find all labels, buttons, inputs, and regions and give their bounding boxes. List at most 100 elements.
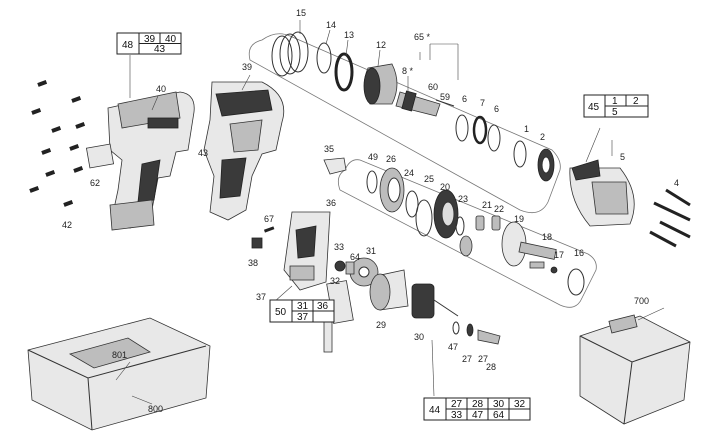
part-label: 29 [376, 320, 386, 330]
part-label: 5 [620, 152, 625, 162]
kit-box-44-cell: 33 [451, 410, 463, 421]
part-label: 59 [440, 92, 450, 102]
stator-29 [369, 269, 409, 311]
part-label: 67 [264, 214, 274, 224]
kit-box-44-cell: 64 [493, 410, 505, 421]
screw-67 [263, 226, 275, 233]
part-label: 27 [478, 354, 488, 364]
housing-left-half [85, 91, 195, 231]
rotor-30 [411, 283, 459, 319]
pinion-28 [477, 329, 501, 345]
carrying-case-800 [27, 317, 211, 431]
washer-14 [316, 42, 332, 74]
part-38 [251, 237, 263, 249]
part-label: 64 [350, 252, 360, 262]
part-label: 7 [480, 98, 485, 108]
part-label: 6 [494, 104, 499, 114]
kit-box-44-cell: 30 [493, 399, 505, 410]
pin-18 [529, 261, 545, 269]
part-label: 42 [62, 220, 72, 230]
kit-box-44-cell: 32 [514, 399, 526, 410]
part-label: 14 [326, 20, 336, 30]
kit-box-44: 44 27 28 30 32 33 47 64 [423, 397, 531, 421]
part-label: 700 [634, 296, 649, 306]
part-label: 32 [330, 276, 340, 286]
gear-housing-5 [569, 159, 635, 227]
shaft-19 [501, 221, 557, 267]
part-label: 30 [414, 332, 424, 342]
gear-ring-26 [379, 167, 405, 213]
part-label: 23 [458, 194, 468, 204]
part-label: 12 [376, 40, 386, 50]
washer-47 [452, 321, 460, 335]
washer-27 [466, 323, 474, 337]
kit-box-45-cell: 5 [612, 107, 618, 118]
screws-4 [649, 188, 691, 248]
springs-15 [271, 31, 309, 77]
part-label: 28 [486, 362, 496, 372]
part-label: 22 [494, 204, 504, 214]
ball-17 [550, 266, 558, 274]
part-label: 2 [540, 132, 545, 142]
ring-7 [472, 115, 488, 145]
kit-box-45-cell: 2 [633, 96, 639, 107]
planet-carrier-20 [433, 189, 459, 239]
part-label: 27 [462, 354, 472, 364]
part-label: 40 [156, 84, 166, 94]
part-33 [334, 260, 346, 272]
part-label: 20 [440, 182, 450, 192]
part-label: 4 [674, 178, 679, 188]
lower-assembly-outline [337, 159, 597, 308]
part-label: 38 [248, 258, 258, 268]
part-label: 26 [386, 154, 396, 164]
part-label: 47 [448, 342, 458, 352]
part-label: 19 [514, 214, 524, 224]
part-label: 37 [256, 292, 266, 302]
upper-assembly-outline [248, 33, 561, 214]
kit-box-48-id: 48 [122, 40, 134, 51]
kit-box-50-cell: 37 [297, 312, 309, 323]
part-label: 43 [198, 148, 208, 158]
part-label: 16 [574, 248, 584, 258]
kit-box-45: 45 1 2 5 [583, 94, 649, 118]
part-label: 33 [334, 242, 344, 252]
part-label: 1 [524, 124, 529, 134]
kit-box-48: 48 39 40 43 [116, 32, 182, 55]
washer-16 [567, 268, 585, 296]
part-label: 800 [148, 404, 163, 414]
kit-box-50-cell: 31 [297, 301, 309, 312]
washer-6-b [487, 124, 501, 152]
kit-box-44-id: 44 [429, 405, 441, 416]
carrying-case-700 [579, 314, 691, 425]
spindle-8 [395, 90, 455, 117]
kit-box-50-cell: 36 [317, 301, 329, 312]
kit-box-44-cell: 27 [451, 399, 463, 410]
kit-box-48-cell: 43 [154, 44, 166, 55]
kit-box-48-cell: 39 [144, 34, 156, 45]
part-label: 6 [462, 94, 467, 104]
part-label: 801 [112, 350, 127, 360]
part-label: 13 [344, 30, 354, 40]
ring-49 [366, 170, 378, 194]
part-label: 39 [242, 62, 252, 72]
ring-25 [415, 199, 433, 237]
part-label: 24 [404, 168, 414, 178]
washer-23 [455, 216, 465, 236]
leader-lines [115, 20, 665, 405]
housing-right-half [203, 81, 285, 221]
part-label: 8 * [402, 66, 414, 76]
kit-box-45-cell: 1 [612, 96, 618, 107]
part-label: 17 [554, 250, 564, 260]
kit-box-50: 50 31 36 37 [269, 299, 335, 323]
ring-13 [334, 52, 354, 92]
switch-assembly-36 [283, 211, 331, 291]
kit-box-48-cell: 40 [165, 34, 177, 45]
screws-left [29, 80, 86, 207]
part-label: 18 [542, 232, 552, 242]
part-label: 25 [424, 174, 434, 184]
clip-35 [323, 157, 347, 175]
ring-1 [513, 140, 527, 168]
kit-box-44-cell: 28 [472, 399, 484, 410]
kit-box-45-id: 45 [588, 102, 600, 113]
part-label: 62 [90, 178, 100, 188]
